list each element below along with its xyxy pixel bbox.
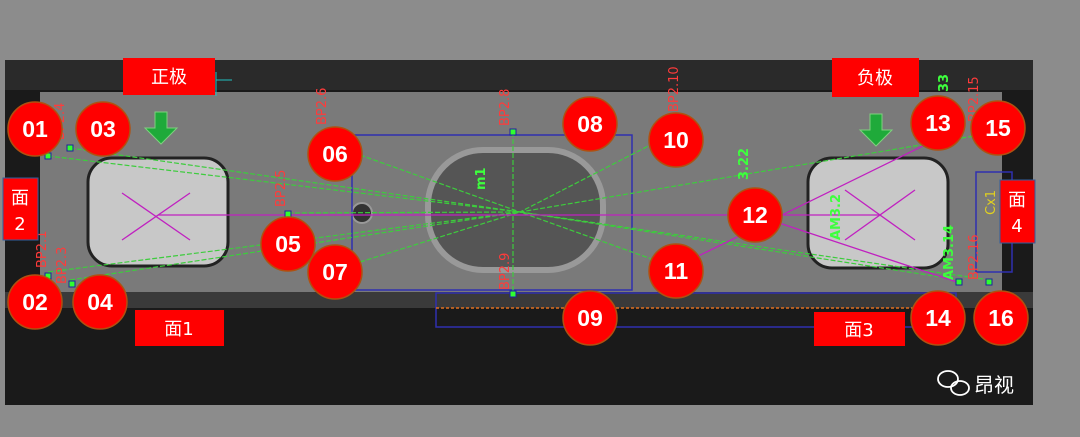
label-bp2-9: BP2.9 — [498, 253, 513, 290]
svg-text:负极: 负极 — [857, 68, 893, 89]
marker-08: 08 — [562, 96, 618, 152]
marker-circle — [727, 187, 783, 243]
label-bp2-6: BP2.6 — [315, 88, 330, 125]
marker-number: 07 — [322, 259, 348, 285]
marker-number: 02 — [22, 289, 48, 315]
marker-group: 01 02 03 04 05 06 07 08 09 10 11 12 13 14 15 16 — [7, 95, 1029, 346]
tag-negative: 负极 — [832, 58, 919, 97]
marker-number: 14 — [925, 305, 951, 331]
label-am3-2: AM3.2 — [829, 194, 844, 240]
marker-05: 05 — [260, 216, 316, 272]
marker-12: 12 — [727, 187, 783, 243]
marker-circle — [970, 100, 1026, 156]
marker-number: 04 — [87, 289, 113, 315]
label-bp2-10: BP2.10 — [667, 66, 682, 112]
marker-number: 13 — [925, 110, 951, 136]
marker-03: 03 — [75, 101, 131, 157]
marker-circle — [562, 96, 618, 152]
marker-circle — [75, 101, 131, 157]
marker-circle — [307, 126, 363, 182]
label-bp2-5: BP2.5 — [274, 170, 289, 207]
marker-circle — [910, 95, 966, 151]
svg-text:4: 4 — [1011, 216, 1022, 237]
marker-16: 16 — [973, 290, 1029, 346]
label-bp2-1: BP2.1 — [35, 231, 50, 268]
negative-arrow-icon — [858, 113, 894, 147]
marker-14: 14 — [910, 290, 966, 346]
tag-positive: 正极 — [123, 58, 215, 95]
marker-circle — [260, 216, 316, 272]
tag-face2: 面2 — [2, 177, 39, 241]
tag-face1: 面1 — [135, 310, 224, 346]
svg-text:面3: 面3 — [844, 320, 873, 341]
label-cx1: Cx1 — [984, 190, 999, 215]
marker-01: 01 — [7, 101, 63, 157]
marker-number: 03 — [90, 116, 116, 142]
marker-number: 05 — [275, 231, 301, 257]
marker-04: 04 — [72, 274, 128, 330]
marker-circle — [648, 112, 704, 168]
marker-number: 08 — [577, 111, 603, 137]
marker-number: 01 — [22, 116, 48, 142]
marker-circle — [973, 290, 1029, 346]
svg-text:面: 面 — [1008, 190, 1026, 211]
tag-face4: 面4 — [999, 179, 1036, 244]
marker-10: 10 — [648, 112, 704, 168]
positive-arrow-icon — [143, 111, 179, 145]
label-am3-14: AM3.14 — [942, 225, 957, 280]
marker-circle — [910, 290, 966, 346]
marker-circle — [648, 243, 704, 299]
svg-text:面1: 面1 — [164, 319, 193, 340]
watermark-text: 昂视 — [974, 373, 1014, 397]
svg-text:2: 2 — [14, 214, 25, 235]
marker-13: 13 — [910, 95, 966, 151]
marker-circle — [562, 290, 618, 346]
svg-text:正极: 正极 — [151, 67, 187, 88]
marker-06: 06 — [307, 126, 363, 182]
marker-number: 12 — [742, 202, 768, 228]
marker-number: 11 — [664, 258, 689, 284]
marker-circle — [7, 274, 63, 330]
marker-circle — [307, 244, 363, 300]
label-bp2-3: BP2.3 — [55, 247, 70, 284]
svg-text:面: 面 — [11, 188, 29, 209]
marker-09: 09 — [562, 290, 618, 346]
marker-15: 15 — [970, 100, 1026, 156]
marker-number: 16 — [988, 305, 1014, 331]
label-bp2-8: BP2.8 — [498, 89, 513, 126]
marker-number: 15 — [985, 115, 1011, 141]
label-bp2-16: BP2.16 — [967, 234, 982, 280]
label-33: 33 — [937, 74, 952, 92]
label-m1: m1 — [474, 167, 489, 190]
watermark: 昂视 — [937, 370, 1014, 397]
positive-terminal — [86, 156, 230, 268]
wechat-icon — [937, 370, 970, 396]
marker-number: 06 — [322, 141, 348, 167]
marker-number: 10 — [663, 127, 689, 153]
measure-lines — [47, 132, 991, 293]
marker-07: 07 — [307, 244, 363, 300]
marker-number: 09 — [577, 305, 603, 331]
marker-circle — [72, 274, 128, 330]
label-3-22: 3.22 — [737, 148, 752, 180]
marker-circle — [7, 101, 63, 157]
marker-11: 11 — [648, 243, 704, 299]
tag-face3: 面3 — [814, 312, 905, 346]
marker-02: 02 — [7, 274, 63, 330]
